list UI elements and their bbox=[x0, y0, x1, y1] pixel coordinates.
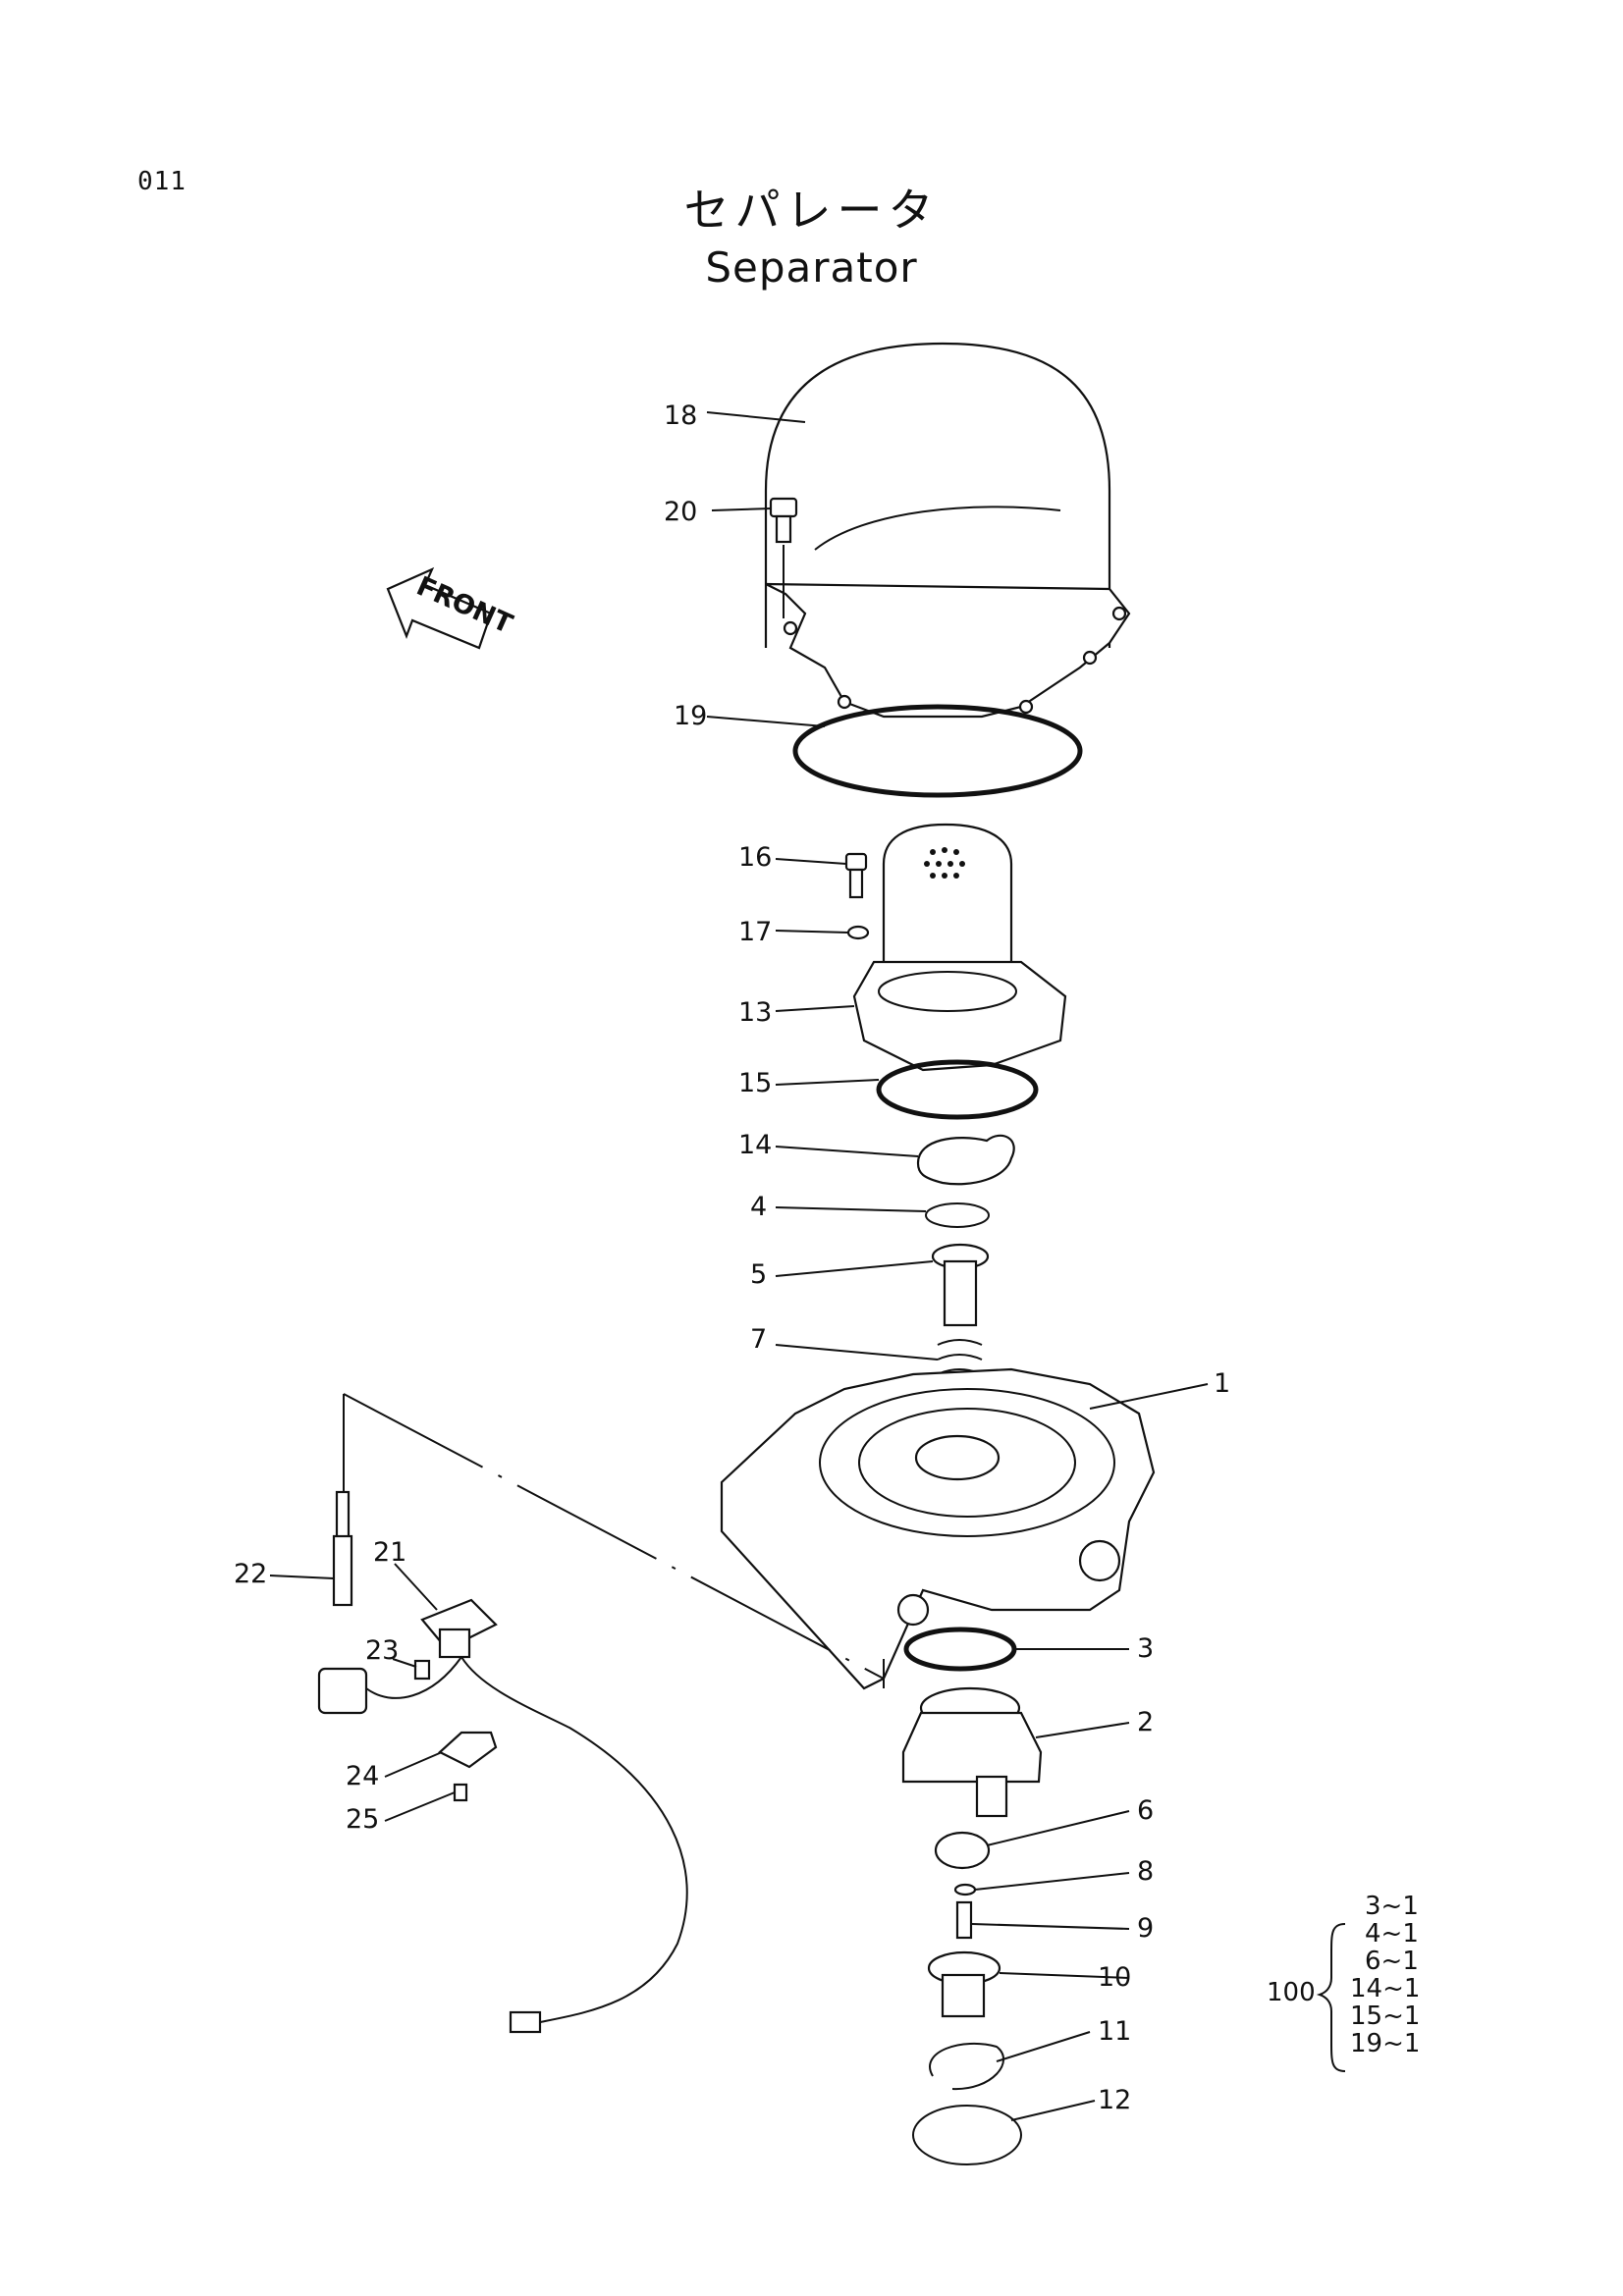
callout-10: 10 bbox=[1098, 1962, 1131, 1993]
callout-2: 2 bbox=[1137, 1707, 1154, 1737]
callout-11: 11 bbox=[1098, 2016, 1131, 2047]
part-20-bolt bbox=[769, 497, 798, 618]
part-23-screw bbox=[413, 1659, 431, 1681]
part-22-sensor bbox=[332, 1490, 353, 1607]
callout-25: 25 bbox=[346, 1804, 379, 1835]
kit-100-group: 100 3~1 4~1 6~1 14~1 15~1 19~1 bbox=[1267, 1892, 1420, 2072]
part-1-housing bbox=[720, 1367, 1156, 1690]
part-17-washer bbox=[846, 925, 870, 940]
kit-item-6: 19~1 bbox=[1350, 2029, 1420, 2058]
callout-4: 4 bbox=[750, 1192, 767, 1222]
callout-21: 21 bbox=[373, 1537, 406, 1568]
callout-13: 13 bbox=[738, 997, 772, 1028]
kit-item-2: 4~1 bbox=[1365, 1919, 1419, 1949]
explode-reference-lines bbox=[343, 1393, 885, 1688]
part-8-washer bbox=[953, 1883, 977, 1896]
part-25-screw bbox=[453, 1783, 468, 1802]
callout-3: 3 bbox=[1137, 1633, 1154, 1664]
part-2-body bbox=[901, 1686, 1043, 1818]
callout-7: 7 bbox=[750, 1324, 767, 1355]
callout-14: 14 bbox=[738, 1130, 772, 1160]
callout-labels: 18 20 19 16 17 13 15 14 4 5 7 1 3 2 6 8 … bbox=[234, 400, 1230, 2115]
part-3-o-ring bbox=[903, 1627, 1017, 1672]
title-japanese: セパレータ bbox=[683, 184, 940, 237]
callout-12: 12 bbox=[1098, 2085, 1131, 2115]
part-15-o-ring bbox=[876, 1059, 1039, 1120]
callout-19: 19 bbox=[674, 701, 707, 731]
callout-6: 6 bbox=[1137, 1795, 1154, 1826]
leader-lines bbox=[269, 411, 1209, 2121]
part-9-screw bbox=[955, 1900, 973, 1940]
part-21-switch bbox=[420, 1598, 498, 1659]
kit-number: 100 bbox=[1267, 1978, 1316, 2007]
part-10-seat bbox=[927, 1950, 1001, 2018]
callout-15: 15 bbox=[738, 1068, 772, 1098]
kit-item-5: 15~1 bbox=[1350, 2002, 1420, 2031]
part-11-snap-ring bbox=[929, 2042, 1004, 2091]
kit-item-4: 14~1 bbox=[1350, 1974, 1420, 2003]
front-arrow-icon: FRONT bbox=[386, 566, 517, 650]
callout-20: 20 bbox=[664, 497, 697, 527]
part-19-o-ring bbox=[792, 704, 1083, 798]
kit-item-1: 3~1 bbox=[1365, 1892, 1419, 1921]
callout-22: 22 bbox=[234, 1559, 267, 1589]
callout-18: 18 bbox=[664, 400, 697, 431]
part-14-gasket bbox=[916, 1134, 1015, 1186]
part-4-o-ring bbox=[925, 1202, 990, 1228]
part-21-wire bbox=[460, 1656, 688, 2023]
title-english: Separator bbox=[705, 243, 918, 292]
part-18-cover bbox=[764, 342, 1131, 719]
callout-8: 8 bbox=[1137, 1856, 1154, 1887]
part-16-screw bbox=[844, 852, 868, 899]
part-21-cap bbox=[317, 1667, 368, 1715]
part-24-bracket bbox=[438, 1731, 498, 1769]
part-12-retaining-ring bbox=[912, 2105, 1022, 2165]
part-13-filter-cartridge bbox=[852, 823, 1067, 1072]
callout-16: 16 bbox=[738, 842, 772, 873]
callout-24: 24 bbox=[346, 1761, 379, 1791]
callout-5: 5 bbox=[750, 1259, 767, 1290]
callout-17: 17 bbox=[738, 917, 772, 947]
part-5-valve bbox=[931, 1243, 990, 1327]
callout-1: 1 bbox=[1214, 1368, 1230, 1399]
page-number: 011 bbox=[137, 167, 187, 196]
callout-23: 23 bbox=[365, 1635, 399, 1666]
callout-9: 9 bbox=[1137, 1913, 1154, 1944]
kit-item-3: 6~1 bbox=[1365, 1947, 1419, 1976]
part-21-connector bbox=[509, 2010, 542, 2034]
part-21-cap-wire bbox=[365, 1656, 462, 1699]
part-6-cap bbox=[934, 1831, 991, 1870]
